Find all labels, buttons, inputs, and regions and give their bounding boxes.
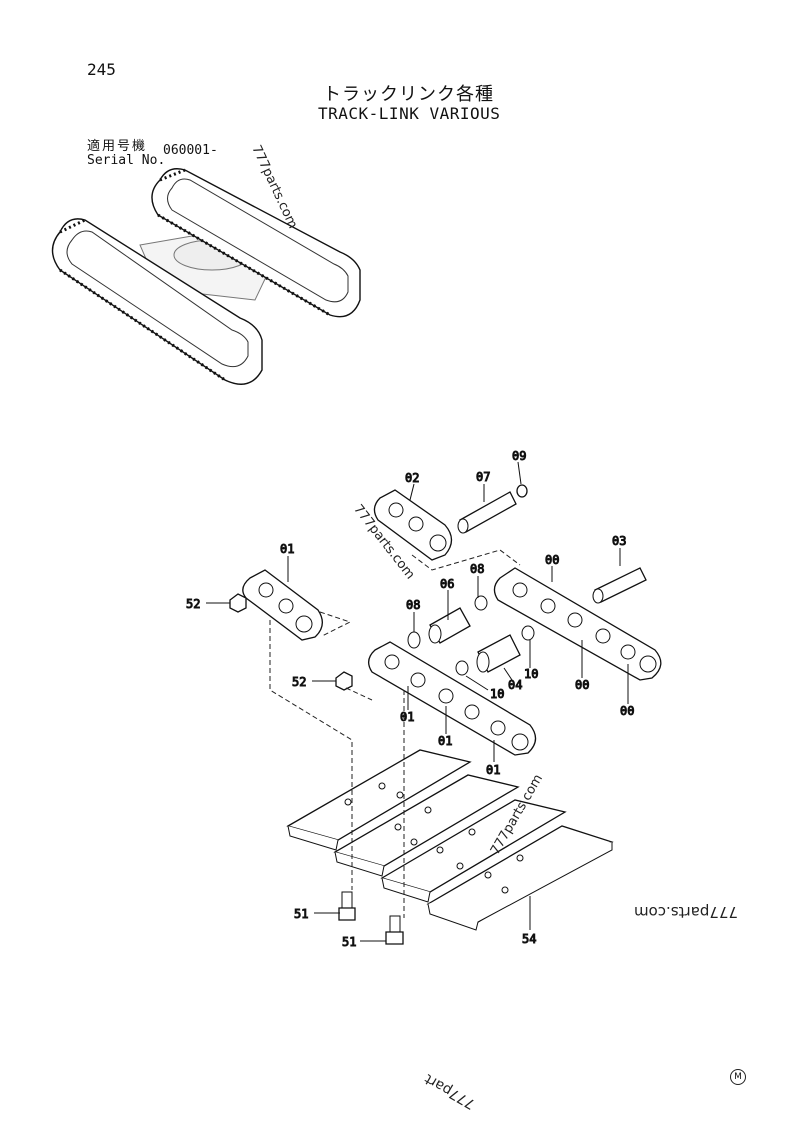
part-label-01-b: 01: [438, 734, 452, 748]
bolt-51-top: [338, 891, 356, 921]
leader-lines: [206, 461, 629, 942]
track-link-01-left: [242, 569, 323, 641]
part-label-03: 03: [612, 534, 626, 548]
left-crawler-track: [51, 218, 263, 385]
part-label-00-middle: 00: [575, 678, 589, 692]
part-label-51-bottom: 51: [342, 935, 356, 949]
nut-52-left: [229, 593, 247, 613]
snap-ring-09: [516, 484, 528, 498]
part-label-09: 09: [512, 449, 526, 463]
undercarriage-illustration: [51, 168, 361, 385]
part-label-01-c: 01: [486, 763, 500, 777]
track-pin-03: [592, 567, 647, 604]
right-crawler-track: [151, 168, 361, 318]
seal-10-left: [455, 660, 469, 676]
part-label-07: 07: [476, 470, 490, 484]
part-label-54: 54: [522, 932, 536, 946]
seal-10-right: [521, 625, 535, 641]
nut-52-middle: [335, 671, 353, 691]
part-label-00-right: 00: [620, 704, 634, 718]
part-label-52-left: 52: [186, 597, 200, 611]
page-number: 245: [87, 60, 116, 79]
part-label-02: 02: [405, 471, 419, 485]
part-label-04: 04: [508, 678, 522, 692]
page-title-english: TRACK-LINK VARIOUS: [318, 104, 501, 123]
serial-label-english: Serial No.: [87, 153, 166, 168]
part-label-01-a: 01: [400, 710, 414, 724]
part-label-51-top: 51: [294, 907, 308, 921]
part-label-06: 06: [440, 577, 454, 591]
track-link-02: [373, 489, 453, 561]
part-label-00-top: 00: [545, 553, 559, 567]
part-label-01-top: 01: [280, 542, 294, 556]
track-link-01-chain: [368, 641, 537, 756]
page-title-japanese: トラックリンク各種: [323, 84, 494, 105]
alignment-lines: [269, 549, 521, 918]
watermark-4: 777parts.com: [634, 903, 739, 921]
seal-08-top: [474, 595, 488, 611]
track-shoe-54: [286, 749, 614, 931]
bushing-06: [428, 607, 471, 644]
part-label-08-top: 08: [470, 562, 484, 576]
track-link-00-chain: [493, 567, 662, 681]
track-pin-07: [457, 491, 517, 534]
bolt-51-bottom: [385, 915, 404, 945]
part-label-08-left: 08: [406, 598, 420, 612]
part-label-10-right: 10: [524, 667, 538, 681]
part-label-52-middle: 52: [292, 675, 306, 689]
serial-label-japanese: 適用号機: [87, 139, 148, 154]
seal-08-left: [407, 631, 421, 649]
footer-mark-icon: M: [730, 1069, 746, 1085]
serial-number-value: 060001-: [163, 143, 218, 158]
part-label-10-left: 10: [490, 687, 504, 701]
bushing-04: [476, 634, 521, 673]
